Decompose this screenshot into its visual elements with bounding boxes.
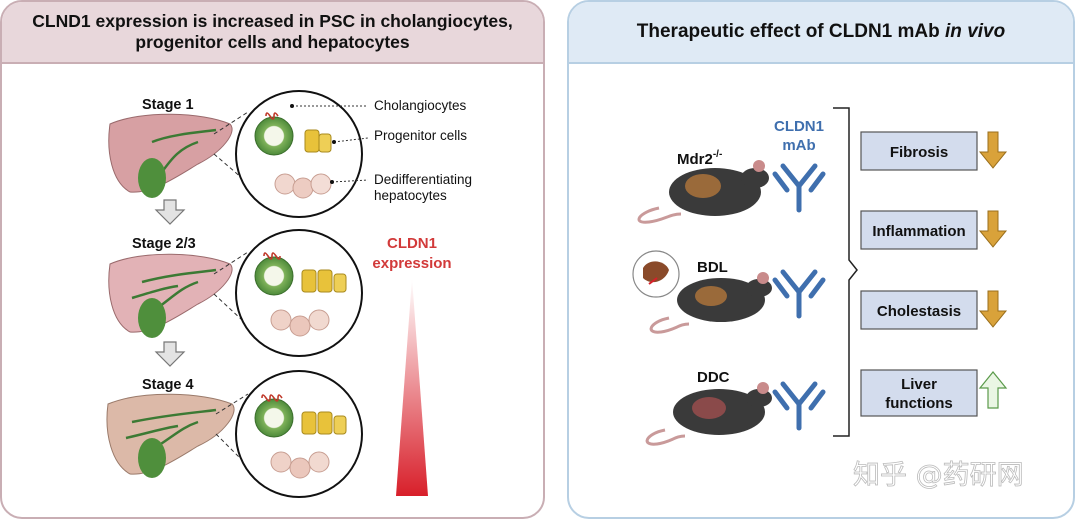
antibody-icon-2 <box>772 269 826 319</box>
arrow-up-liver-functions-icon <box>978 371 1008 409</box>
stage-1-label: Stage 1 <box>142 97 194 113</box>
antibody-icon-1 <box>772 163 826 213</box>
model-mdr2-label: Mdr2-/- <box>677 149 722 168</box>
liver-stage-2-3 <box>108 253 233 338</box>
mab-label-line1: CLDN1 <box>774 118 824 135</box>
left-title-line2: progenitor cells and hepatocytes <box>135 32 410 52</box>
zoom-circle-stage-1 <box>235 90 363 218</box>
effect-liver-functions: Liver functions <box>860 369 978 417</box>
zoom-circle-stage-4 <box>235 370 363 498</box>
right-title-prefix: Therapeutic effect of CLDN1 mAb <box>636 21 946 42</box>
leader-dot-3 <box>330 180 334 184</box>
dediff-label-line2: hepatocytes <box>374 188 447 203</box>
bdl-inset-icon <box>632 250 680 298</box>
effect-liver-functions-line2: functions <box>885 395 953 412</box>
stage-4-label: Stage 4 <box>142 377 194 393</box>
expression-label-line2: expression <box>372 255 451 272</box>
zoom-circle-stage-2-3 <box>235 229 363 357</box>
stage-arrow-2 <box>154 341 186 367</box>
right-panel: Therapeutic effect of CLDN1 mAb in vivo … <box>567 0 1075 519</box>
left-title-line1: CLND1 expression is increased in PSC in … <box>32 11 513 31</box>
arrow-down-fibrosis-icon <box>978 131 1008 169</box>
watermark: 知乎 @药研网 <box>853 460 1024 491</box>
bracket <box>833 107 858 437</box>
model-bdl-label: BDL <box>697 259 728 276</box>
label-leaders <box>292 105 369 183</box>
arrow-down-inflammation-icon <box>978 210 1008 248</box>
cholangiocytes-label: Cholangiocytes <box>374 98 467 113</box>
left-diagram: Stage 1 Stage 2/3 Stage 4 <box>106 90 472 498</box>
mab-label-line2: mAb <box>782 137 815 154</box>
mouse-bdl-icon <box>649 272 772 334</box>
mouse-mdr2-icon <box>637 160 769 224</box>
effect-inflammation-label: Inflammation <box>872 223 965 240</box>
mouse-ddc-icon <box>645 382 772 446</box>
liver-stage-4 <box>106 393 235 478</box>
right-title-italic: in vivo <box>945 21 1006 42</box>
antibody-icon-3 <box>772 381 826 431</box>
right-diagram: CLDN1 mAb Mdr2-/- BDL DDC <box>632 107 1024 491</box>
expression-label-line1: CLDN1 <box>387 235 437 252</box>
effect-cholestasis: Cholestasis <box>860 290 978 330</box>
dediff-label-line1: Dedifferentiating <box>374 172 472 187</box>
leader-dot-1 <box>290 104 294 108</box>
zoom-lines <box>213 111 249 461</box>
effect-cholestasis-label: Cholestasis <box>877 303 961 320</box>
stage-2-3-label: Stage 2/3 <box>132 236 196 252</box>
stage-arrow-1 <box>154 199 186 225</box>
left-panel-title: CLND1 expression is increased in PSC in … <box>2 2 543 64</box>
progenitor-cells-label: Progenitor cells <box>374 128 467 143</box>
right-panel-title: Therapeutic effect of CLDN1 mAb in vivo <box>569 2 1073 64</box>
left-panel: CLND1 expression is increased in PSC in … <box>0 0 545 519</box>
effect-liver-functions-line1: Liver <box>901 376 937 393</box>
leader-dot-2 <box>332 140 336 144</box>
arrow-down-cholestasis-icon <box>978 290 1008 328</box>
expression-gradient-triangle <box>396 278 428 496</box>
effect-inflammation: Inflammation <box>860 210 978 250</box>
effect-fibrosis-label: Fibrosis <box>890 144 948 161</box>
liver-stage-1 <box>108 113 233 198</box>
model-ddc-label: DDC <box>697 369 730 386</box>
effect-fibrosis: Fibrosis <box>860 131 978 171</box>
